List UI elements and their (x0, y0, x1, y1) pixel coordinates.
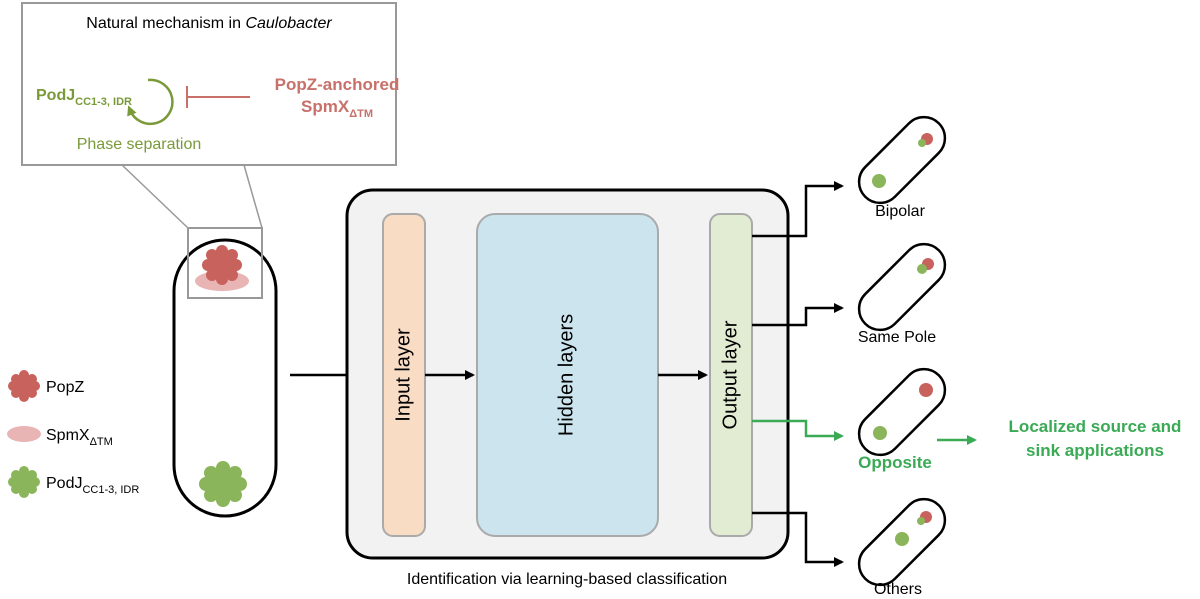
inset-spmx-label: SpmXΔTM (301, 97, 373, 120)
legend: PopZ SpmXΔTM PodJCC1-3, IDR (7, 370, 139, 498)
large-cell (172, 227, 278, 518)
arrow-to-opposite (752, 419, 844, 441)
network-panel: Input layer Hidden layers Output layer I… (345, 188, 790, 588)
outcome-bipolar-label: Bipolar (875, 203, 925, 220)
legend-spmx-label: SpmXΔTM (46, 427, 113, 448)
arrow-to-bipolar (752, 181, 844, 238)
hidden-layers-label: Hidden layers (555, 314, 577, 436)
application-line2: sink applications (1026, 441, 1164, 460)
arrow-to-same-pole (752, 303, 844, 327)
legend-popz-label: PopZ (46, 379, 84, 396)
inset-popz-label: PopZ-anchored (275, 75, 400, 94)
zoom-connector-left (121, 164, 189, 229)
self-loop-arrow (127, 78, 174, 126)
output-layer-label: Output layer (719, 320, 741, 429)
outcome-opposite-label: Opposite (858, 453, 932, 472)
mechanism-inset: Natural mechanism in Caulobacter PodJCC1… (21, 2, 400, 166)
phase-separation-label: Phase separation (77, 136, 202, 153)
input-layer-label: Input layer (392, 328, 414, 422)
application-line1: Localized source and (1009, 417, 1182, 436)
cell-same-pole: Same Pole (857, 242, 947, 346)
outcome-same-pole-label: Same Pole (858, 329, 936, 346)
cell-bipolar: Bipolar (857, 115, 947, 220)
output-layer (709, 213, 753, 537)
inset-podj-label: PodJCC1-3, IDR (36, 87, 132, 108)
legend-podj-label: PodJCC1-3, IDR (46, 475, 139, 496)
cell-opposite: Opposite (857, 367, 947, 472)
arrow-to-others (752, 511, 844, 567)
inset-title: Natural mechanism in Caulobacter (86, 15, 332, 32)
legend-podj-icon (8, 466, 40, 498)
zoom-connector-right (243, 164, 263, 229)
legend-spmx-icon (7, 426, 41, 442)
outcome-others-label: Others (874, 581, 922, 598)
network-caption: Identification via learning-based classi… (407, 571, 727, 588)
zoom-box (187, 227, 263, 299)
podj-blob (199, 461, 247, 507)
cell-others: Others (857, 497, 947, 598)
popz-blob (202, 245, 242, 285)
legend-popz-icon (8, 370, 40, 402)
